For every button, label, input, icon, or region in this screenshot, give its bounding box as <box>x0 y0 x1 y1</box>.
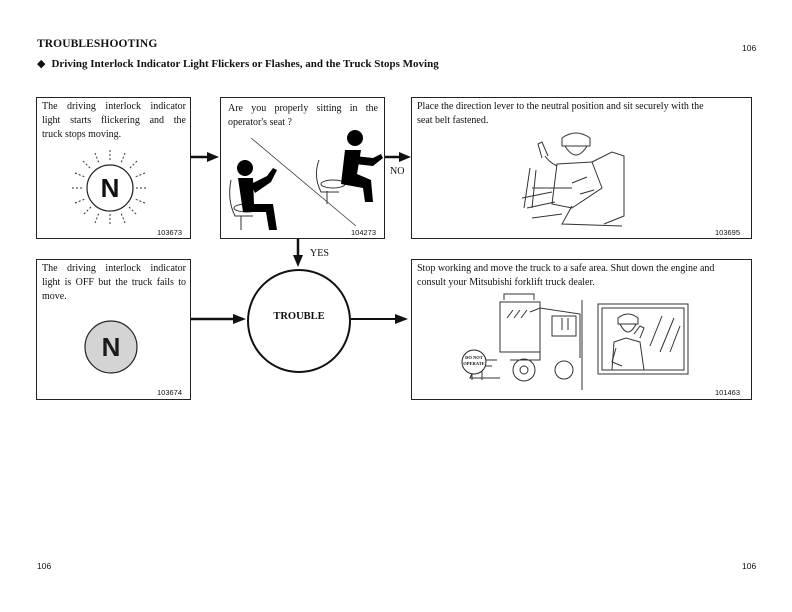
arrow-right-icon <box>385 152 411 162</box>
dealer-on-phone-icon <box>597 303 689 375</box>
box-flicker: The driving interlock indicator light st… <box>36 97 191 239</box>
seat-line-1: Are you properly sitting in the <box>228 103 378 114</box>
figure-code: 104273 <box>351 228 377 237</box>
page-number-top: 106 <box>742 43 757 53</box>
improper-sitting-person-icon <box>229 160 277 230</box>
indicator-letter-off: N <box>101 332 121 362</box>
trouble-label: TROUBLE <box>273 311 325 322</box>
operator-seated-illustration <box>521 132 625 227</box>
indicator-letter-flicker: N <box>100 173 120 203</box>
flicker-line-1: The driving interlock indicator <box>42 101 186 112</box>
proper-sitting-person-icon <box>315 130 383 204</box>
indicator-off-icon <box>84 320 138 374</box>
page-number-bottom-right: 106 <box>742 561 757 571</box>
flicker-line-2: light starts flickering and the <box>42 115 186 126</box>
figure-code: 103695 <box>715 228 741 237</box>
flashing-indicator-icon <box>72 150 148 226</box>
box-stop: Stop working and move the truck to a saf… <box>411 259 752 400</box>
stop-line-2: consult your Mitsubishi forklift truck d… <box>417 277 595 288</box>
do-not-operate-sign: DO NOT OPERATE <box>451 355 497 367</box>
figure-code: 101463 <box>715 388 741 397</box>
arrow-right-icon <box>191 314 246 324</box>
stop-line-1: Stop working and move the truck to a saf… <box>417 263 715 274</box>
neutral-line-1: Place the direction lever to the neutral… <box>417 101 704 112</box>
page-number-bottom-left: 106 <box>37 561 52 571</box>
off-line-3: move. <box>42 291 67 302</box>
yes-label: YES <box>310 248 329 259</box>
flicker-line-3: truck stops moving. <box>42 129 122 140</box>
seating-illustration <box>229 130 383 230</box>
box-neutral: Place the direction lever to the neutral… <box>411 97 752 239</box>
figure-code: 103673 <box>157 228 183 237</box>
no-label: NO <box>390 166 405 177</box>
seat-line-2: operator's seat ? <box>228 117 292 128</box>
forklift-icon <box>468 293 581 382</box>
subtitle-text: Driving Interlock Indicator Light Flicke… <box>51 58 439 70</box>
arrow-right-icon <box>191 152 219 162</box>
box-seat: Are you properly sitting in the operator… <box>220 97 385 239</box>
figure-code: 103674 <box>157 388 183 397</box>
arrow-right-icon <box>351 314 408 324</box>
page-subtitle: ◆ Driving Interlock Indicator Light Flick… <box>37 57 439 70</box>
sign-line-1: DO NOT <box>465 355 483 360</box>
diamond-bullet-icon: ◆ <box>37 58 46 70</box>
neutral-line-2: seat belt fastened. <box>417 115 489 126</box>
arrow-down-icon <box>293 239 303 267</box>
off-line-2: light is OFF but the truck fails to <box>42 277 186 288</box>
box-off: The driving interlock indicator light is… <box>36 259 191 400</box>
parked-forklift-and-dealer-illustration <box>461 293 689 390</box>
section-title: TROUBLESHOOTING <box>37 38 158 50</box>
trouble-circle <box>247 269 351 373</box>
off-line-1: The driving interlock indicator <box>42 263 186 274</box>
sign-line-2: OPERATE <box>463 361 485 366</box>
